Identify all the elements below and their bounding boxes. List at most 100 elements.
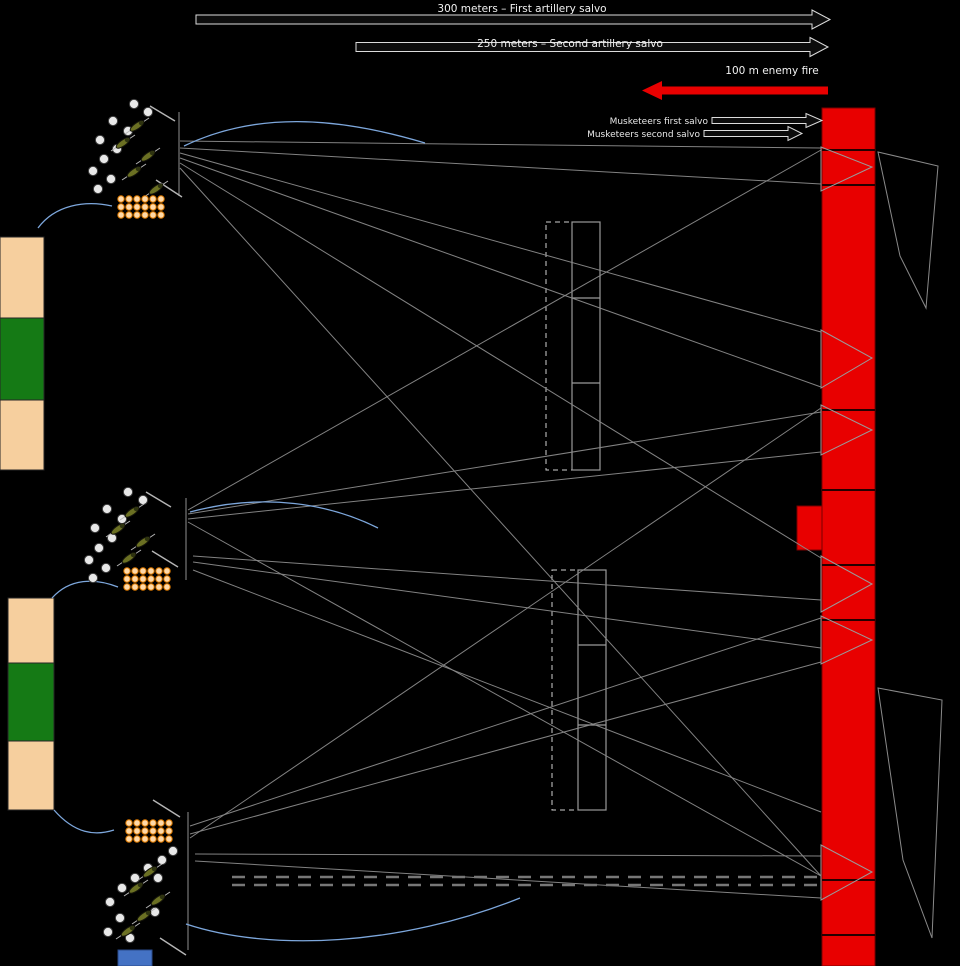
shot-dot-icon (133, 835, 141, 843)
movement-path (189, 501, 379, 529)
fire-wedge (820, 844, 874, 901)
shot-dot-icon (165, 827, 173, 835)
soldier-circle-icon (83, 554, 95, 566)
infantry-block-green (0, 317, 45, 401)
retreat-path-outline-lower (877, 687, 943, 939)
shot-dot-icon (149, 203, 157, 211)
pike-icon (151, 550, 179, 568)
retreat-path-outline-upper (877, 151, 939, 310)
enemy-line-bar (821, 107, 876, 966)
infantry-block-tan (7, 740, 55, 811)
infantry-block-tan (0, 399, 45, 471)
shot-dot-icon (117, 211, 125, 219)
shot-dot-icon (157, 835, 165, 843)
musketeer-cluster-middle (83, 486, 179, 591)
fire-line (179, 167, 822, 877)
shot-dot-icon (149, 835, 157, 843)
fire-line (187, 521, 822, 877)
shot-dot-icon (165, 835, 173, 843)
friendly-column-upper (0, 236, 45, 471)
shot-dot-icon (133, 211, 141, 219)
fire-line (189, 617, 822, 827)
movement-path (37, 203, 113, 229)
soldier-circle-icon (128, 98, 140, 110)
shot-dot-icon (165, 819, 173, 827)
fire-wedge (820, 615, 874, 665)
pike-icon (149, 105, 176, 122)
soldier-circle-icon (87, 165, 99, 177)
soldier-circle-icon (98, 153, 110, 165)
shot-grid (117, 195, 165, 219)
soldier-circle-icon (93, 542, 105, 554)
soldier-circle-icon (104, 896, 116, 908)
enemy-fire-arrow (642, 81, 828, 100)
shot-dot-icon (149, 195, 157, 203)
fire-line (189, 407, 822, 839)
shot-dot-icon (139, 567, 147, 575)
musketeer-cluster-bottom (102, 799, 187, 966)
shot-dot-icon (149, 211, 157, 219)
shot-dot-icon (139, 575, 147, 583)
soldier-circle-icon (107, 115, 119, 127)
movement-path (51, 580, 119, 599)
shot-dot-icon (163, 575, 171, 583)
shot-dot-icon (157, 211, 165, 219)
shot-dot-icon (133, 195, 141, 203)
fire-lines (178, 112, 822, 950)
enemy-detachment-square (796, 505, 823, 551)
shot-dot-icon (123, 575, 131, 583)
shot-dot-icon (123, 567, 131, 575)
shot-dot-icon (123, 583, 131, 591)
artillery-range-arrow-second (355, 36, 830, 58)
shot-dot-icon (155, 567, 163, 575)
soldier-circle-icon (102, 926, 114, 938)
fire-line (194, 860, 822, 899)
range-annotations: 300 meters – First artillery salvo 250 m… (195, 3, 832, 142)
soldier-circle-icon (137, 494, 149, 506)
infantry-block-tan (7, 597, 55, 664)
soldier-circle-icon (142, 106, 154, 118)
musketeers-second-label: Musketeers second salvo (587, 130, 700, 140)
shot-dot-icon (125, 827, 133, 835)
shot-dot-icon (163, 567, 171, 575)
shot-dot-icon (141, 195, 149, 203)
fire-wedge (820, 146, 874, 192)
soldier-circle-icon (156, 854, 168, 866)
soldier-circle-icon (152, 872, 164, 884)
battalion-outline-upper (545, 221, 601, 471)
shot-dot-icon (125, 835, 133, 843)
shot-dot-icon (125, 195, 133, 203)
shot-dot-icon (147, 583, 155, 591)
shot-dot-icon (141, 819, 149, 827)
infantry-block-tan (0, 236, 45, 319)
fire-line (192, 555, 822, 601)
shot-dot-icon (131, 575, 139, 583)
enemy-line (796, 107, 876, 966)
shot-dot-icon (149, 827, 157, 835)
fire-line (189, 661, 822, 835)
battalion-column-outline (577, 569, 607, 811)
musketeers-first-label: Musketeers first salvo (610, 117, 709, 127)
fire-wedge (820, 404, 874, 456)
shot-dot-icon (141, 827, 149, 835)
shot-dot-icon (157, 827, 165, 835)
pike-icon (155, 179, 183, 198)
soldier-circle-icon (89, 522, 101, 534)
soldier-circle-icon (129, 872, 141, 884)
shot-grid (125, 819, 173, 843)
shot-dot-icon (155, 575, 163, 583)
soldier-circle-icon (94, 134, 106, 146)
fire-line (179, 147, 822, 185)
shot-dot-icon (157, 203, 165, 211)
fire-line (179, 140, 822, 149)
musketeer-cluster-top (87, 98, 183, 219)
pike-icon (152, 799, 181, 818)
command-flag-square (117, 949, 153, 966)
soldier-circle-icon (92, 183, 104, 195)
fire-line (187, 149, 822, 511)
artillery-range-arrow-first (195, 9, 832, 30)
battalion-previous-position-dashed (545, 221, 573, 471)
soldier-circle-icon (122, 486, 134, 498)
